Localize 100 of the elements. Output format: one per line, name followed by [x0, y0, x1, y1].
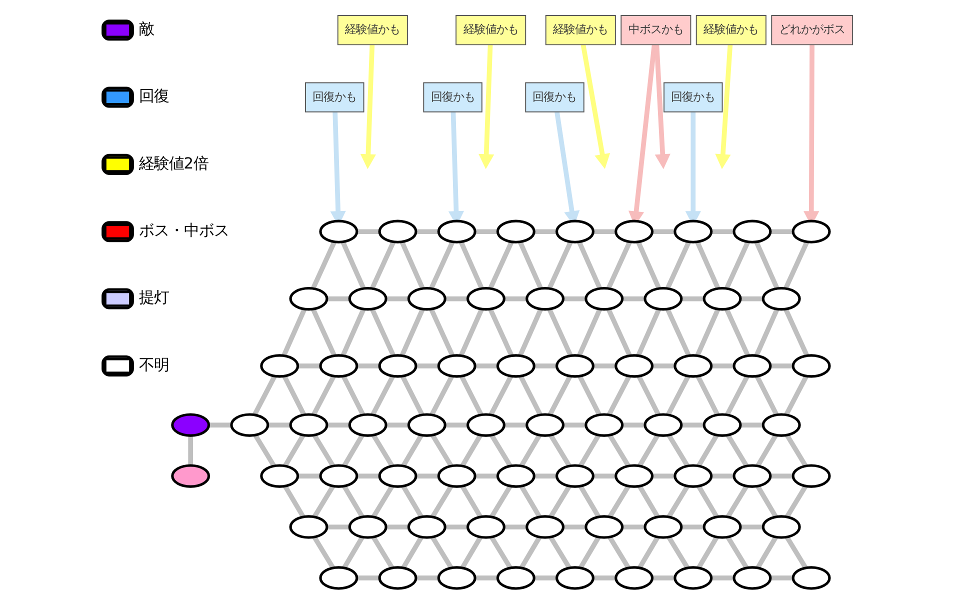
node-ellipse — [791, 566, 830, 590]
node-ellipse — [378, 354, 417, 378]
connector — [710, 576, 734, 580]
connector — [546, 308, 572, 357]
connector — [517, 308, 542, 357]
node-ellipse — [406, 413, 446, 437]
connector — [518, 484, 542, 518]
connector — [548, 536, 571, 570]
connector — [310, 308, 336, 357]
node-ellipse — [584, 515, 624, 539]
connector — [636, 308, 661, 357]
node-ellipse — [230, 413, 269, 437]
node-ellipse — [673, 566, 712, 590]
node-ellipse — [673, 220, 712, 244]
node-ellipse — [614, 566, 654, 590]
connector — [356, 229, 379, 234]
connector — [356, 474, 379, 478]
connector — [740, 296, 762, 302]
connector — [489, 536, 512, 570]
connector — [518, 434, 542, 468]
connector — [312, 434, 335, 468]
connector — [400, 375, 424, 416]
node-ellipse — [673, 354, 712, 378]
connector — [208, 422, 231, 428]
connector — [622, 524, 644, 530]
connector — [356, 576, 379, 580]
connector — [578, 536, 600, 570]
connector — [488, 308, 514, 357]
connector — [326, 422, 349, 428]
connector — [636, 241, 661, 290]
connector — [607, 434, 630, 468]
connector — [666, 434, 690, 468]
connector — [386, 422, 408, 428]
node-ellipse — [554, 464, 594, 488]
connector — [724, 308, 750, 357]
connector — [267, 422, 290, 428]
node-box: 回復かも — [422, 82, 482, 112]
legend-label: 敵 — [138, 20, 154, 38]
node-ellipse — [791, 464, 830, 488]
connector — [562, 422, 586, 428]
node-ellipse — [288, 515, 328, 539]
node-ellipse — [436, 220, 476, 244]
node-ellipse — [525, 413, 564, 437]
connector — [725, 434, 748, 468]
connector — [652, 474, 674, 478]
node-box: どれかがボス — [770, 15, 853, 46]
connector — [518, 375, 542, 416]
connector — [282, 375, 306, 416]
connector — [430, 484, 453, 518]
node-box: 経験値かも — [695, 15, 766, 46]
node-ellipse — [702, 286, 742, 311]
node-ellipse — [466, 286, 505, 311]
connector — [725, 484, 748, 518]
connector — [399, 241, 424, 290]
node-ellipse — [554, 220, 594, 244]
connector — [783, 308, 809, 357]
connector — [606, 375, 631, 416]
connector — [474, 474, 497, 478]
connector — [370, 536, 394, 570]
connector — [430, 434, 453, 468]
arrow — [714, 44, 732, 170]
node-ellipse — [614, 354, 654, 378]
connector — [488, 241, 514, 290]
connector — [370, 484, 394, 518]
connector — [474, 364, 497, 368]
arrow — [478, 44, 494, 170]
connector — [694, 241, 720, 290]
node-ellipse — [378, 566, 417, 590]
connector — [297, 474, 320, 478]
connector — [740, 524, 762, 530]
connector — [636, 434, 660, 468]
arrow — [580, 44, 610, 170]
connector — [312, 536, 335, 570]
connector — [696, 536, 718, 570]
connector — [636, 375, 660, 416]
connector — [666, 484, 690, 518]
connector — [340, 308, 366, 357]
connector — [606, 241, 632, 290]
connector — [576, 241, 602, 290]
node-ellipse — [496, 220, 535, 244]
connector — [636, 484, 660, 518]
connector — [282, 484, 305, 518]
connector — [784, 375, 808, 416]
connector — [369, 241, 396, 290]
node-ellipse — [702, 515, 742, 539]
connector — [342, 484, 364, 518]
connector — [400, 484, 424, 518]
node-box: 経験値かも — [336, 15, 408, 46]
connector — [622, 296, 644, 302]
connector — [680, 422, 704, 428]
connector — [458, 308, 484, 357]
connector — [429, 375, 454, 416]
connector — [755, 434, 778, 468]
connector — [607, 484, 630, 518]
connector — [770, 229, 792, 234]
node-ellipse — [791, 220, 830, 244]
connector — [652, 229, 674, 234]
connector — [548, 434, 571, 468]
connector — [415, 576, 438, 580]
connector — [548, 484, 571, 518]
